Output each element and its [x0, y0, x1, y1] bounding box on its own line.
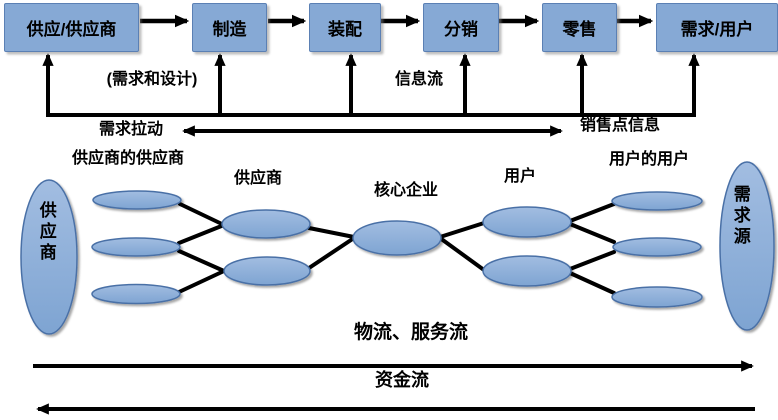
supplier-tier1-ellipse-1 [221, 209, 311, 239]
process-box-demand-label: 需求/用户 [680, 20, 754, 39]
process-box-distribution: 分销 [423, 3, 499, 52]
process-box-retail-label: 零售 [562, 20, 597, 39]
link-s2b-s1a [177, 223, 226, 245]
link-u1a-u2a [568, 202, 616, 223]
core-enterprise-label: 核心企业 [373, 182, 439, 199]
link-core-u1b [438, 236, 486, 272]
link-s2c-s1b [177, 269, 226, 294]
process-box-manufacture: 制造 [192, 3, 267, 52]
capital-flow-label: 资金流 [375, 370, 429, 390]
user-tier2-ellipse-1 [611, 191, 703, 211]
information-flow-label: 信息流 [394, 71, 444, 88]
side-supplier-ellipse [20, 179, 78, 335]
process-box-demand: 需求/用户 [656, 3, 778, 52]
process-box-distribution-label: 分销 [444, 20, 478, 39]
link-u1b-u2b [568, 250, 616, 271]
side-demand-source-ellipse [719, 161, 775, 331]
users-user-label: 用户的用户 [608, 151, 690, 168]
supplier-tier2-ellipse-2 [91, 237, 181, 257]
supplier-tier2-ellipse-3 [91, 283, 181, 305]
side-supplier-label: 供应商 [36, 201, 56, 264]
logistics-service-flow-label: 物流、服务流 [353, 322, 469, 343]
demand-pull-label: 需求拉动 [98, 121, 164, 138]
side-demand-source-label: 需求源 [730, 185, 750, 248]
user-tier2-ellipse-2 [612, 237, 702, 257]
demand-design-label: (需求和设计) [106, 71, 198, 88]
process-box-assembly: 装配 [309, 3, 381, 52]
user-tier1-ellipse-1 [482, 206, 572, 238]
process-box-supply-label: 供应/供应商 [26, 20, 117, 39]
link-core-u1a [438, 221, 486, 239]
user-label: 用户 [503, 168, 537, 185]
process-box-manufacture-label: 制造 [212, 20, 247, 39]
network-links [177, 202, 616, 295]
link-s1a-core [307, 226, 356, 239]
core-enterprise-ellipse [352, 220, 442, 256]
process-box-retail: 零售 [542, 3, 617, 52]
supplier-label: 供应商 [233, 170, 283, 187]
supplier-tier2-ellipse-1 [92, 190, 182, 210]
suppliers-supplier-label: 供应商的供应商 [71, 150, 185, 167]
network-nodes [20, 161, 775, 335]
link-s2b-s1b [177, 249, 226, 273]
link-s2a-s1a [178, 202, 226, 227]
supplier-tier1-ellipse-2 [223, 256, 311, 286]
pos-information-label: 销售点信息 [579, 117, 661, 134]
link-u1a-u2b [568, 222, 616, 244]
process-box-supply: 供应/供应商 [4, 3, 139, 52]
link-s1b-core [307, 236, 356, 270]
process-box-assembly-label: 装配 [328, 20, 362, 39]
link-u1b-u2c [568, 271, 616, 295]
user-tier2-ellipse-3 [611, 286, 703, 308]
user-tier1-ellipse-2 [482, 255, 572, 287]
